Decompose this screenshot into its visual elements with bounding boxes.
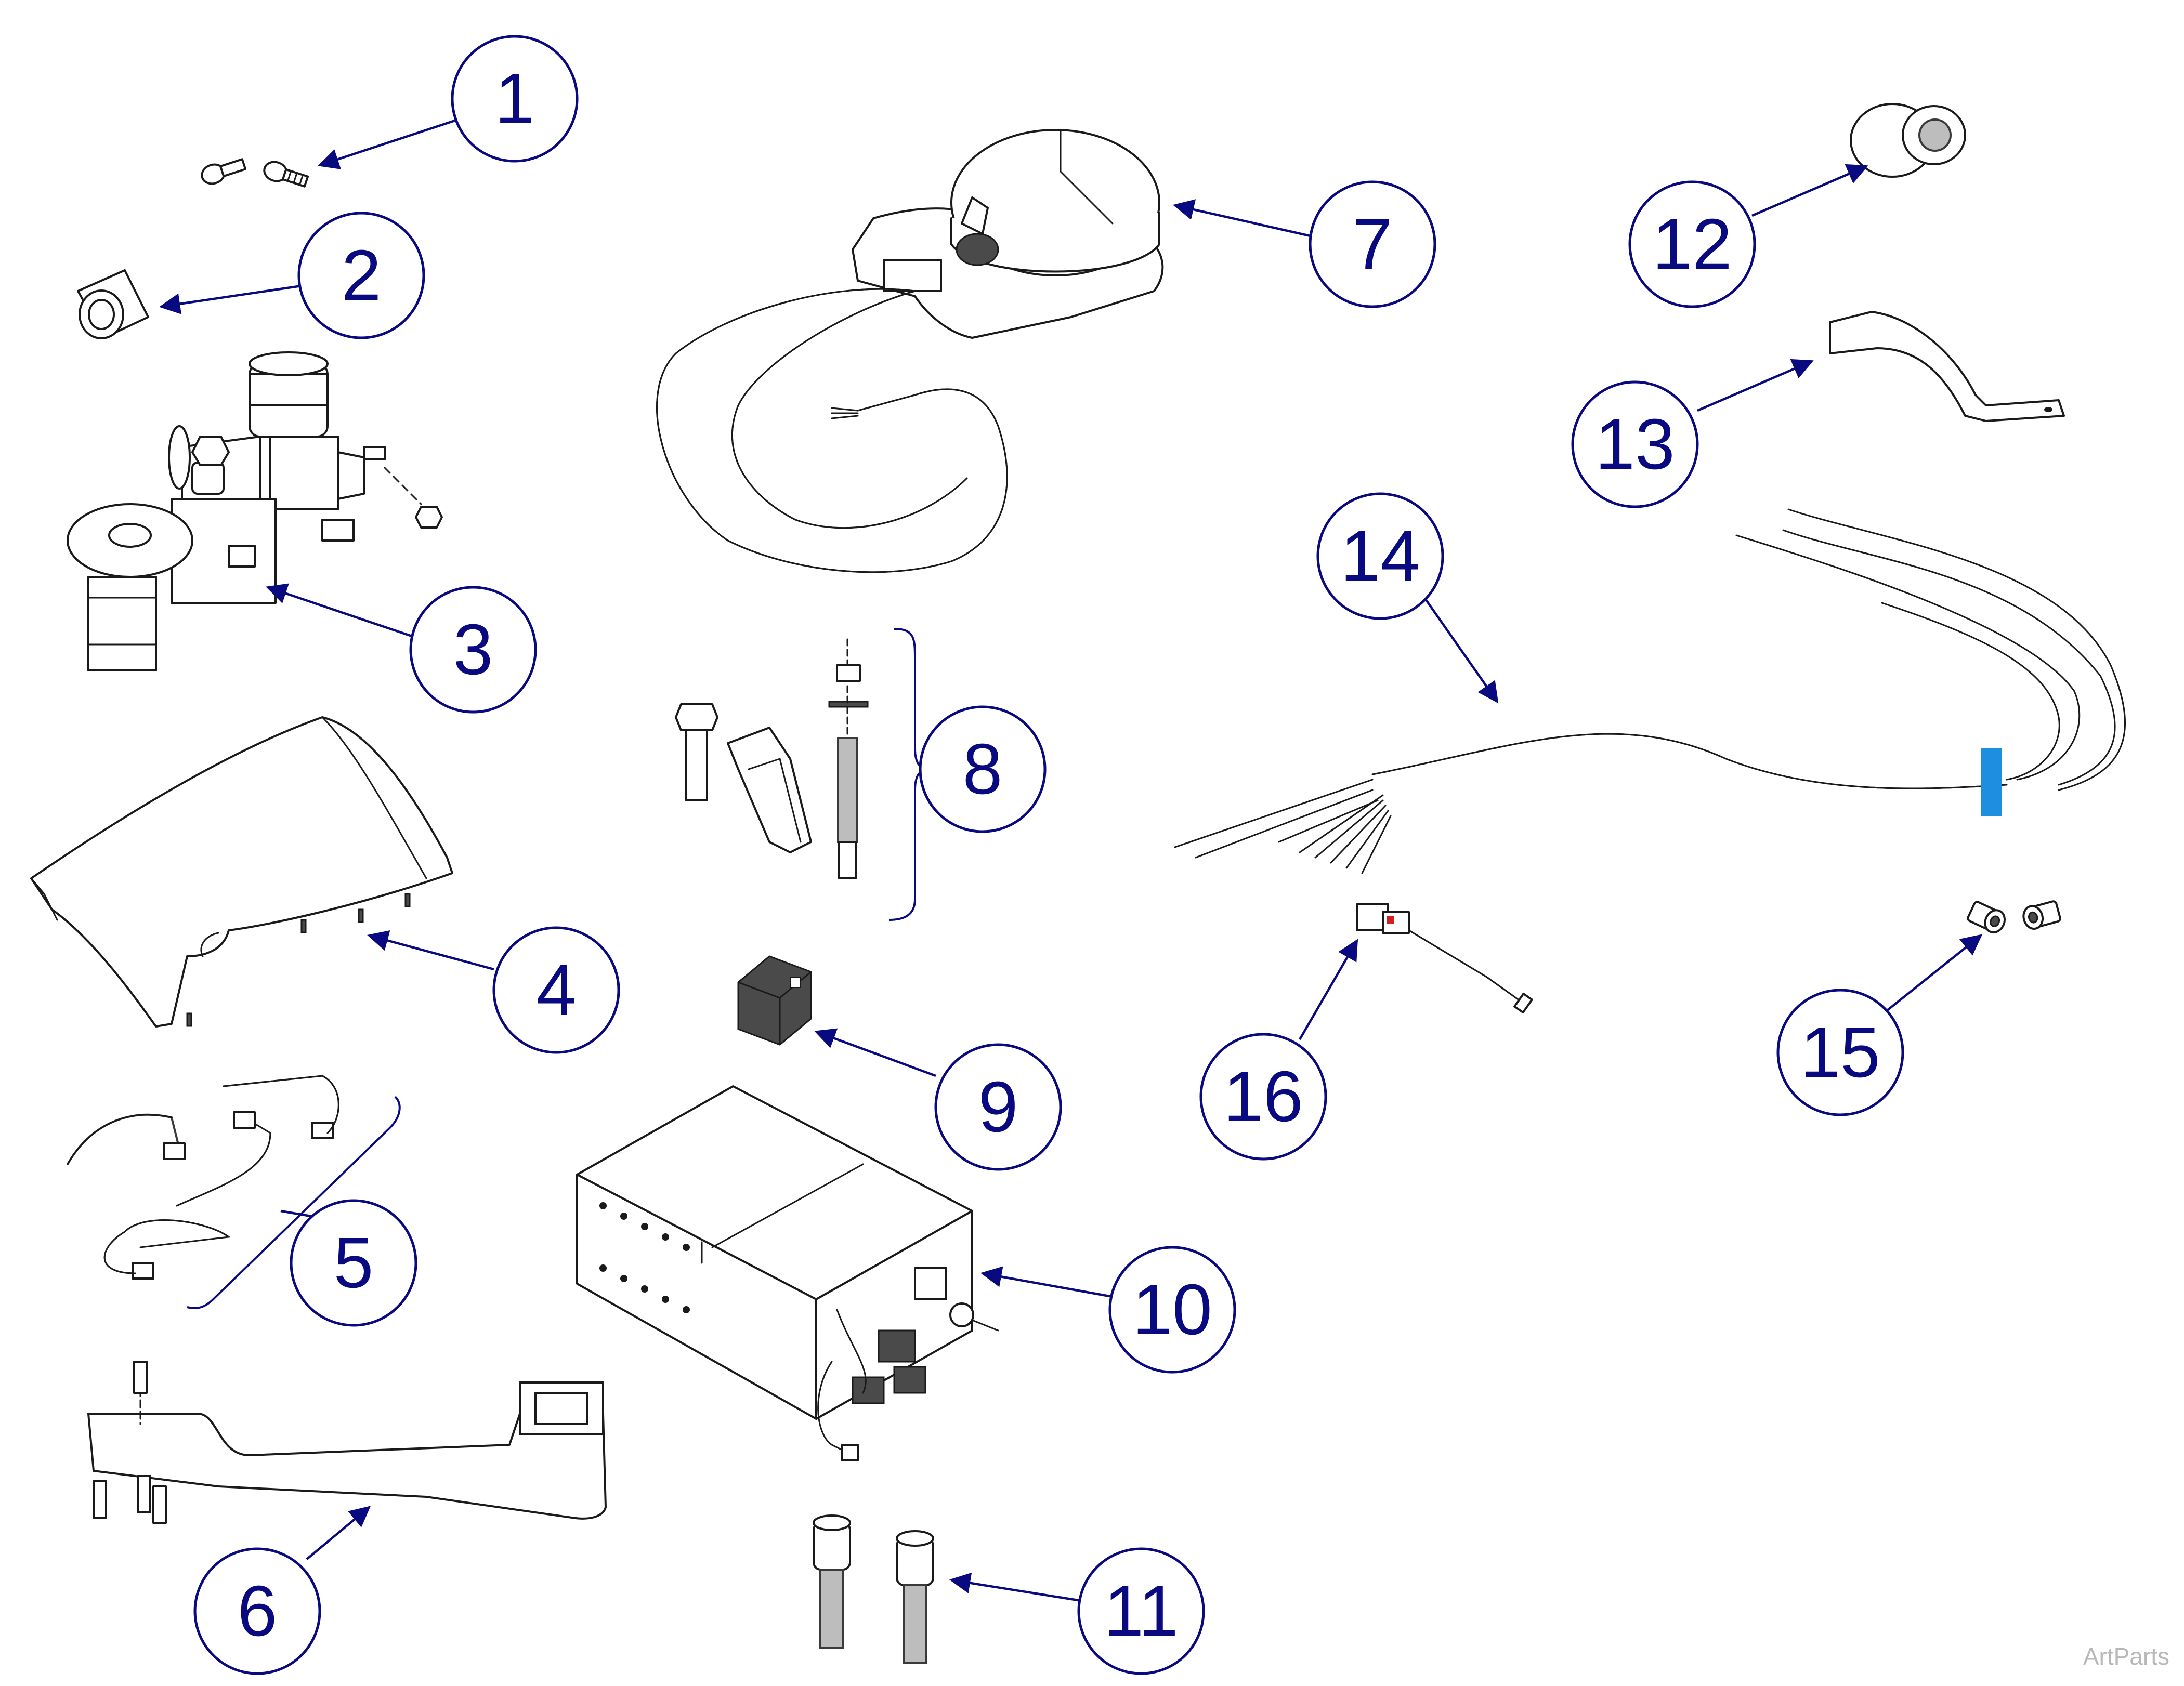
leader-10 bbox=[980, 1266, 1113, 1298]
callout-16: 16 bbox=[1199, 1033, 1327, 1161]
leader-2 bbox=[159, 284, 302, 314]
part-1-screws bbox=[201, 158, 309, 188]
part-11-cap-screws bbox=[813, 1514, 934, 1664]
callout-7: 7 bbox=[1309, 180, 1436, 308]
part-14-wire-harness bbox=[1174, 508, 2126, 874]
callout-15: 15 bbox=[1776, 989, 1904, 1116]
callout-14: 14 bbox=[1316, 492, 1444, 620]
part-9-connector bbox=[737, 955, 812, 1046]
callout-2: 2 bbox=[297, 212, 425, 339]
callout-7-label: 7 bbox=[1353, 204, 1393, 284]
callout-6-label: 6 bbox=[238, 1571, 278, 1651]
leader-9 bbox=[814, 1028, 936, 1077]
callout-5: 5 bbox=[290, 1199, 417, 1327]
part-4-cover bbox=[30, 716, 453, 1028]
watermark: ArtParts bbox=[2083, 1643, 2169, 1670]
callout-8: 8 bbox=[919, 705, 1047, 833]
callout-10: 10 bbox=[1108, 1246, 1236, 1374]
callout-13-label: 13 bbox=[1595, 404, 1675, 484]
leader-14 bbox=[1423, 597, 1499, 704]
leader-7 bbox=[1173, 199, 1313, 238]
callout-13: 13 bbox=[1571, 380, 1699, 508]
callout-11: 11 bbox=[1077, 1547, 1205, 1675]
callout-10-label: 10 bbox=[1132, 1270, 1212, 1350]
callout-3: 3 bbox=[409, 586, 537, 714]
leader-5 bbox=[280, 1209, 311, 1218]
part-12-grommet bbox=[1850, 103, 1966, 178]
part-8-anchor-hardware bbox=[675, 628, 931, 921]
leader-12 bbox=[1751, 164, 1868, 217]
callout-16-label: 16 bbox=[1223, 1057, 1303, 1137]
callout-9-label: 9 bbox=[978, 1067, 1018, 1147]
callout-12: 12 bbox=[1628, 180, 1756, 308]
callout-4: 4 bbox=[492, 926, 620, 1054]
callout-1-label: 1 bbox=[495, 59, 535, 139]
part-5-cable-ties bbox=[67, 1075, 401, 1309]
part-10-power-box bbox=[576, 1085, 999, 1461]
part-16-small-harness bbox=[1356, 903, 1533, 1014]
callout-8-label: 8 bbox=[963, 729, 1003, 809]
leader-11 bbox=[949, 1572, 1082, 1602]
callout-11-label: 11 bbox=[1104, 1571, 1178, 1651]
leader-15 bbox=[1876, 934, 1983, 1020]
leader-16 bbox=[1299, 939, 1358, 1040]
part-2-bushing bbox=[77, 269, 149, 339]
callout-2-label: 2 bbox=[342, 235, 382, 315]
callout-4-label: 4 bbox=[537, 950, 577, 1030]
callout-15-label: 15 bbox=[1800, 1012, 1880, 1092]
leader-6 bbox=[306, 1506, 371, 1560]
callout-5-label: 5 bbox=[334, 1223, 374, 1303]
leader-13 bbox=[1697, 359, 1814, 412]
part-7-foot-control bbox=[656, 129, 1164, 573]
callout-9: 9 bbox=[934, 1043, 1062, 1171]
callout-14-label: 14 bbox=[1340, 516, 1420, 596]
part-6-arm bbox=[87, 1361, 607, 1524]
leader-4 bbox=[367, 930, 494, 971]
leader-1 bbox=[318, 119, 455, 169]
callout-1: 1 bbox=[451, 35, 579, 163]
part-13-strap-bracket bbox=[1829, 311, 2065, 422]
callout-12-label: 12 bbox=[1652, 204, 1732, 284]
callout-3-label: 3 bbox=[453, 610, 493, 690]
callout-6: 6 bbox=[193, 1547, 321, 1675]
part-3-regulator-assembly bbox=[67, 351, 443, 671]
part-15-caps bbox=[1967, 900, 2061, 934]
leader-3 bbox=[266, 583, 414, 638]
